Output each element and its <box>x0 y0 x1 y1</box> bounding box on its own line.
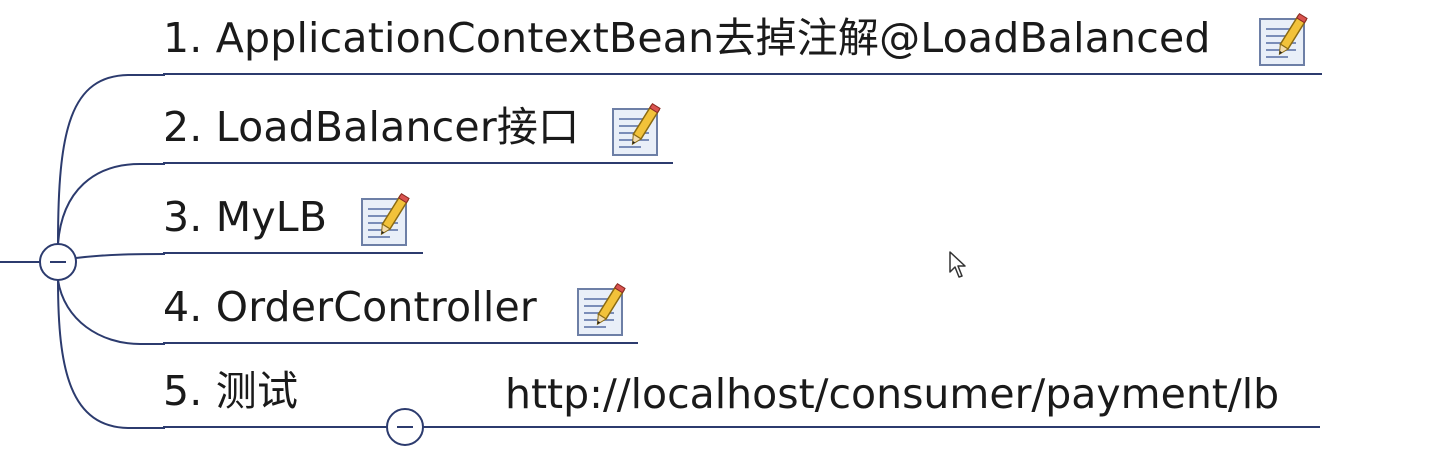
connector-topic-5 <box>57 279 165 429</box>
topic-label: 1. ApplicationContextBean去掉注解@LoadBalanc… <box>163 14 1211 62</box>
note-pencil-icon[interactable] <box>360 193 410 247</box>
note-pencil-icon[interactable] <box>611 103 661 157</box>
minus-collapse-icon[interactable] <box>39 243 77 281</box>
subtopic-url-label[interactable]: http://localhost/consumer/payment/lb <box>505 370 1280 418</box>
note-pencil-icon[interactable] <box>576 283 626 337</box>
topic-4[interactable]: 4. OrderController <box>163 284 638 344</box>
minus-collapse-icon[interactable] <box>386 408 424 446</box>
connector-topic-1 <box>57 74 165 245</box>
topic-2[interactable]: 2. LoadBalancer接口 <box>163 104 673 164</box>
topic-1[interactable]: 1. ApplicationContextBean去掉注解@LoadBalanc… <box>163 15 1322 75</box>
connector-topic-4 <box>57 279 165 345</box>
topic-5[interactable]: 5. 测试 <box>163 368 1320 428</box>
connector-topic-3 <box>75 253 166 259</box>
connector-topic-2 <box>57 163 165 245</box>
note-pencil-icon[interactable] <box>1258 13 1308 67</box>
topic-label: 4. OrderController <box>163 283 537 331</box>
topic-label: 3. MyLB <box>163 193 328 241</box>
topic-label: 2. LoadBalancer接口 <box>163 103 580 151</box>
topic-3[interactable]: 3. MyLB <box>163 194 423 254</box>
mouse-pointer-icon <box>949 251 966 278</box>
topic-label: 5. 测试 <box>163 367 299 415</box>
